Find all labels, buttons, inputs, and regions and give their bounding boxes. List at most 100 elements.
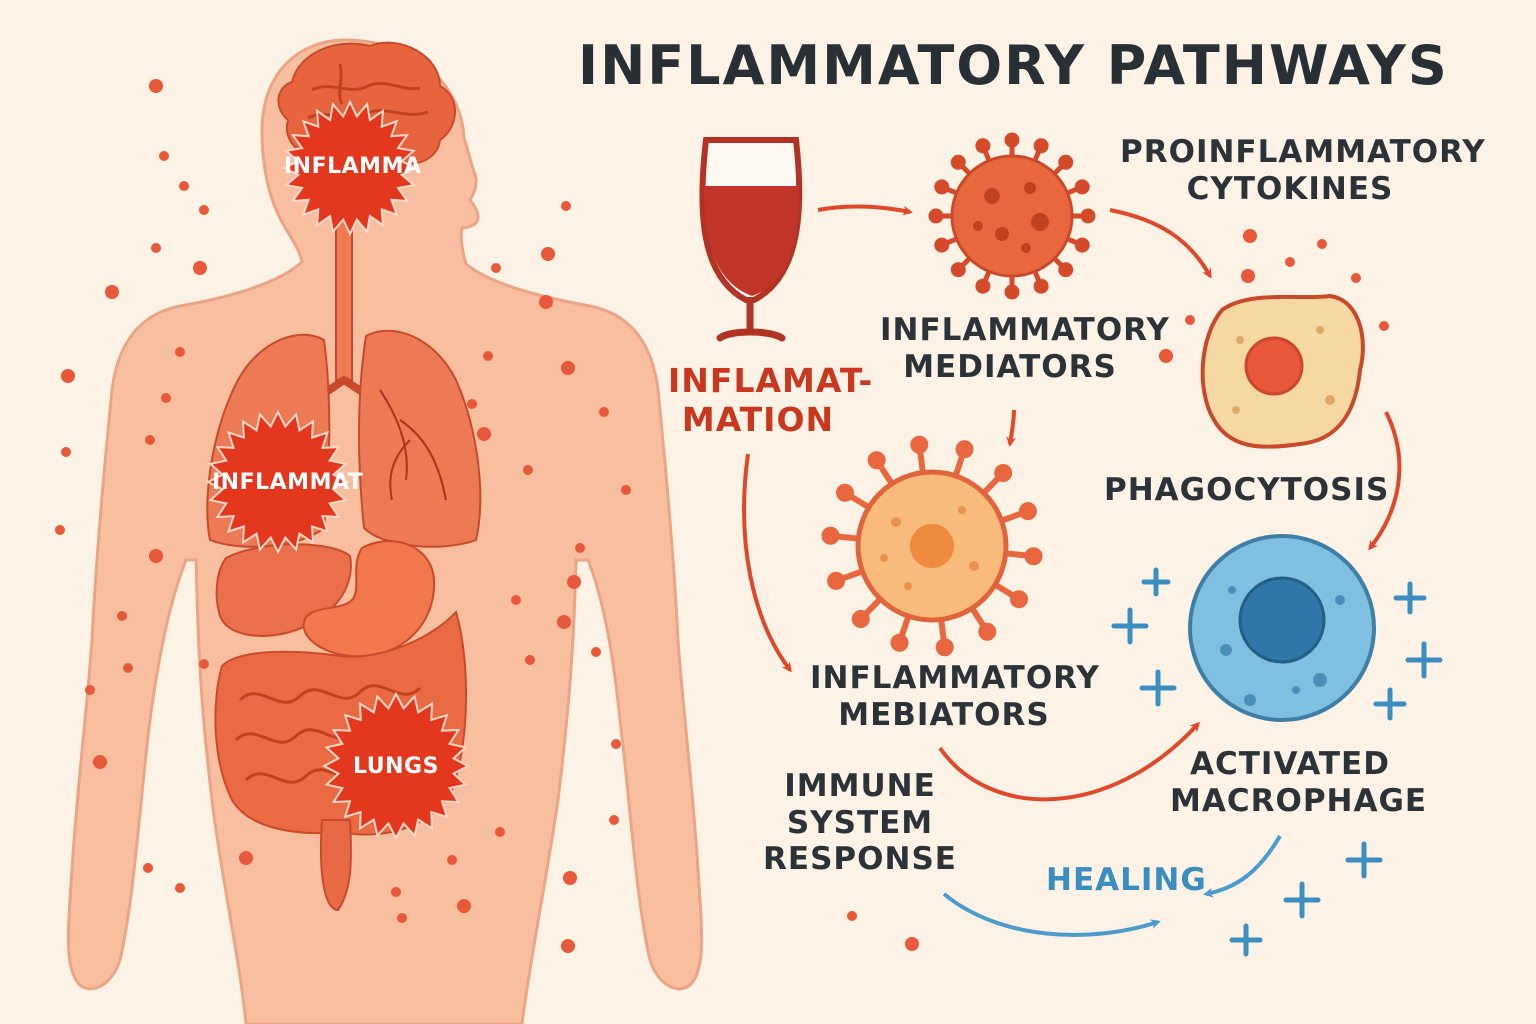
wine-label: INFLAMAT- MATION — [668, 361, 874, 439]
inflammation-dot — [523, 465, 533, 475]
inflammation-dot — [1241, 269, 1255, 283]
lung-inflammation-burst — [205, 409, 351, 555]
inflammation-dot — [149, 79, 163, 93]
inflammation-dot — [847, 911, 857, 921]
inflammation-dot — [397, 913, 407, 923]
arrow-immune-to-healing — [942, 892, 1161, 937]
inflammation-dot — [621, 485, 631, 495]
colon-end — [319, 819, 352, 912]
plus-icon — [1405, 641, 1443, 679]
spiky-cell-icon — [821, 435, 1043, 657]
immune-response-label: IMMUNE SYSTEM RESPONSE — [763, 768, 957, 878]
inflammation-dot — [561, 361, 575, 375]
inflammation-dot — [575, 543, 585, 553]
inflammation-dot — [61, 369, 75, 383]
human-body — [66, 38, 704, 1024]
inflammation-dot — [477, 427, 491, 441]
inflammation-dot — [541, 247, 555, 261]
inflammation-dot — [491, 263, 501, 273]
inflammation-dot — [525, 655, 535, 665]
plus-icon — [1283, 881, 1321, 919]
inflammation-dot — [105, 285, 119, 299]
inflammation-dot — [591, 647, 601, 657]
inflammation-dot — [561, 939, 575, 953]
inflammation-dot — [143, 863, 153, 873]
inflammation-dot — [61, 447, 71, 457]
inflammation-dot — [495, 827, 505, 837]
plus-icon — [1373, 687, 1407, 721]
inflammation-dot — [175, 347, 185, 357]
inflammation-dot — [117, 611, 127, 621]
plus-icon — [1393, 581, 1427, 615]
inflammation-dot — [175, 883, 185, 893]
inflammation-dot — [199, 205, 209, 215]
inflammation-dot — [1185, 315, 1195, 325]
inflammation-dot — [539, 295, 553, 309]
arrow-mediators-down — [1006, 409, 1017, 447]
inflammation-dot — [1317, 239, 1327, 249]
mediators-bottom-label: INFLAMMATORY MEBIATORS — [810, 660, 1100, 733]
phagocytosis-label: PHAGOCYTOSIS — [1104, 472, 1390, 508]
inflammation-dot — [145, 435, 155, 445]
plus-icon — [1139, 669, 1177, 707]
lung-veins — [379, 389, 447, 501]
gut-inflammation-label: LUNGS — [353, 754, 439, 779]
arrow-phagocytosis-to-macrophage — [1368, 411, 1402, 551]
arrow-mediators-to-cytokines — [1109, 208, 1212, 279]
inflammation-dot — [1243, 229, 1257, 243]
inflammation-dot — [563, 871, 577, 885]
arrow-macrophage-to-healing — [1203, 834, 1282, 898]
inflammation-dot — [467, 399, 477, 409]
plus-icon — [1229, 923, 1263, 957]
mediators-top-label: INFLAMMATORY MEDIATORS — [880, 312, 1170, 385]
arrow-wine-down — [742, 453, 792, 673]
plus-icon — [1141, 567, 1171, 597]
phagocyte-cell-icon — [1200, 293, 1365, 449]
inflammation-dot — [161, 393, 171, 403]
inflammation-dot — [611, 739, 621, 749]
inflammation-dot — [561, 201, 571, 211]
inflammation-dot — [511, 595, 521, 605]
inflammation-dot — [1351, 273, 1361, 283]
inflammation-dot — [1379, 321, 1389, 331]
brain-inflammation-label: INFLAMMA — [284, 154, 422, 179]
gut-inflammation-burst — [321, 691, 471, 841]
plus-icon-group — [1111, 567, 1443, 957]
stomach-organ — [302, 540, 436, 658]
inflammation-dot — [1285, 257, 1295, 267]
inflammation-dot — [457, 899, 471, 913]
inflammation-dot — [239, 851, 253, 865]
cytokines-label: PROINFLAMMATORY CYTOKINES — [1120, 134, 1486, 207]
inflammation-dot — [179, 181, 189, 191]
inflammation-dot — [93, 755, 107, 769]
plus-icon — [1345, 841, 1383, 879]
healing-label: HEALING — [1046, 862, 1207, 898]
arrow-wine-to-mediators — [817, 204, 913, 216]
inflammation-dot — [151, 243, 161, 253]
plus-icon — [1111, 607, 1149, 645]
inflammation-dot — [85, 685, 95, 695]
macrophage-cell-icon — [1188, 534, 1376, 722]
virus-cell-icon — [928, 132, 1096, 300]
macrophage-label: ACTIVATED MACROPHAGE — [1170, 746, 1428, 819]
inflammation-dot — [149, 549, 163, 563]
inflammation-dot — [193, 261, 207, 275]
wine-glass-icon — [699, 137, 803, 342]
inflammation-dot — [55, 525, 65, 535]
inflammation-dot — [557, 615, 571, 629]
inflammation-dot — [599, 407, 609, 417]
inflammation-dots — [55, 79, 1389, 953]
brain-inflammation-burst — [281, 99, 419, 237]
inflammation-dot — [483, 351, 493, 361]
page-title: INFLAMMATORY PATHWAYS — [578, 34, 1449, 97]
lung-inflammation-label: INFLAMMAT — [212, 470, 364, 495]
inflammation-dot — [391, 887, 401, 897]
inflammation-dot — [123, 663, 133, 673]
arrow-to-macrophage — [938, 721, 1201, 802]
inflammation-dot — [905, 937, 919, 951]
inflammation-dot — [159, 151, 169, 161]
inflammation-dot — [609, 815, 619, 825]
inflammation-dot — [567, 575, 581, 589]
inflammation-dot — [199, 659, 209, 669]
